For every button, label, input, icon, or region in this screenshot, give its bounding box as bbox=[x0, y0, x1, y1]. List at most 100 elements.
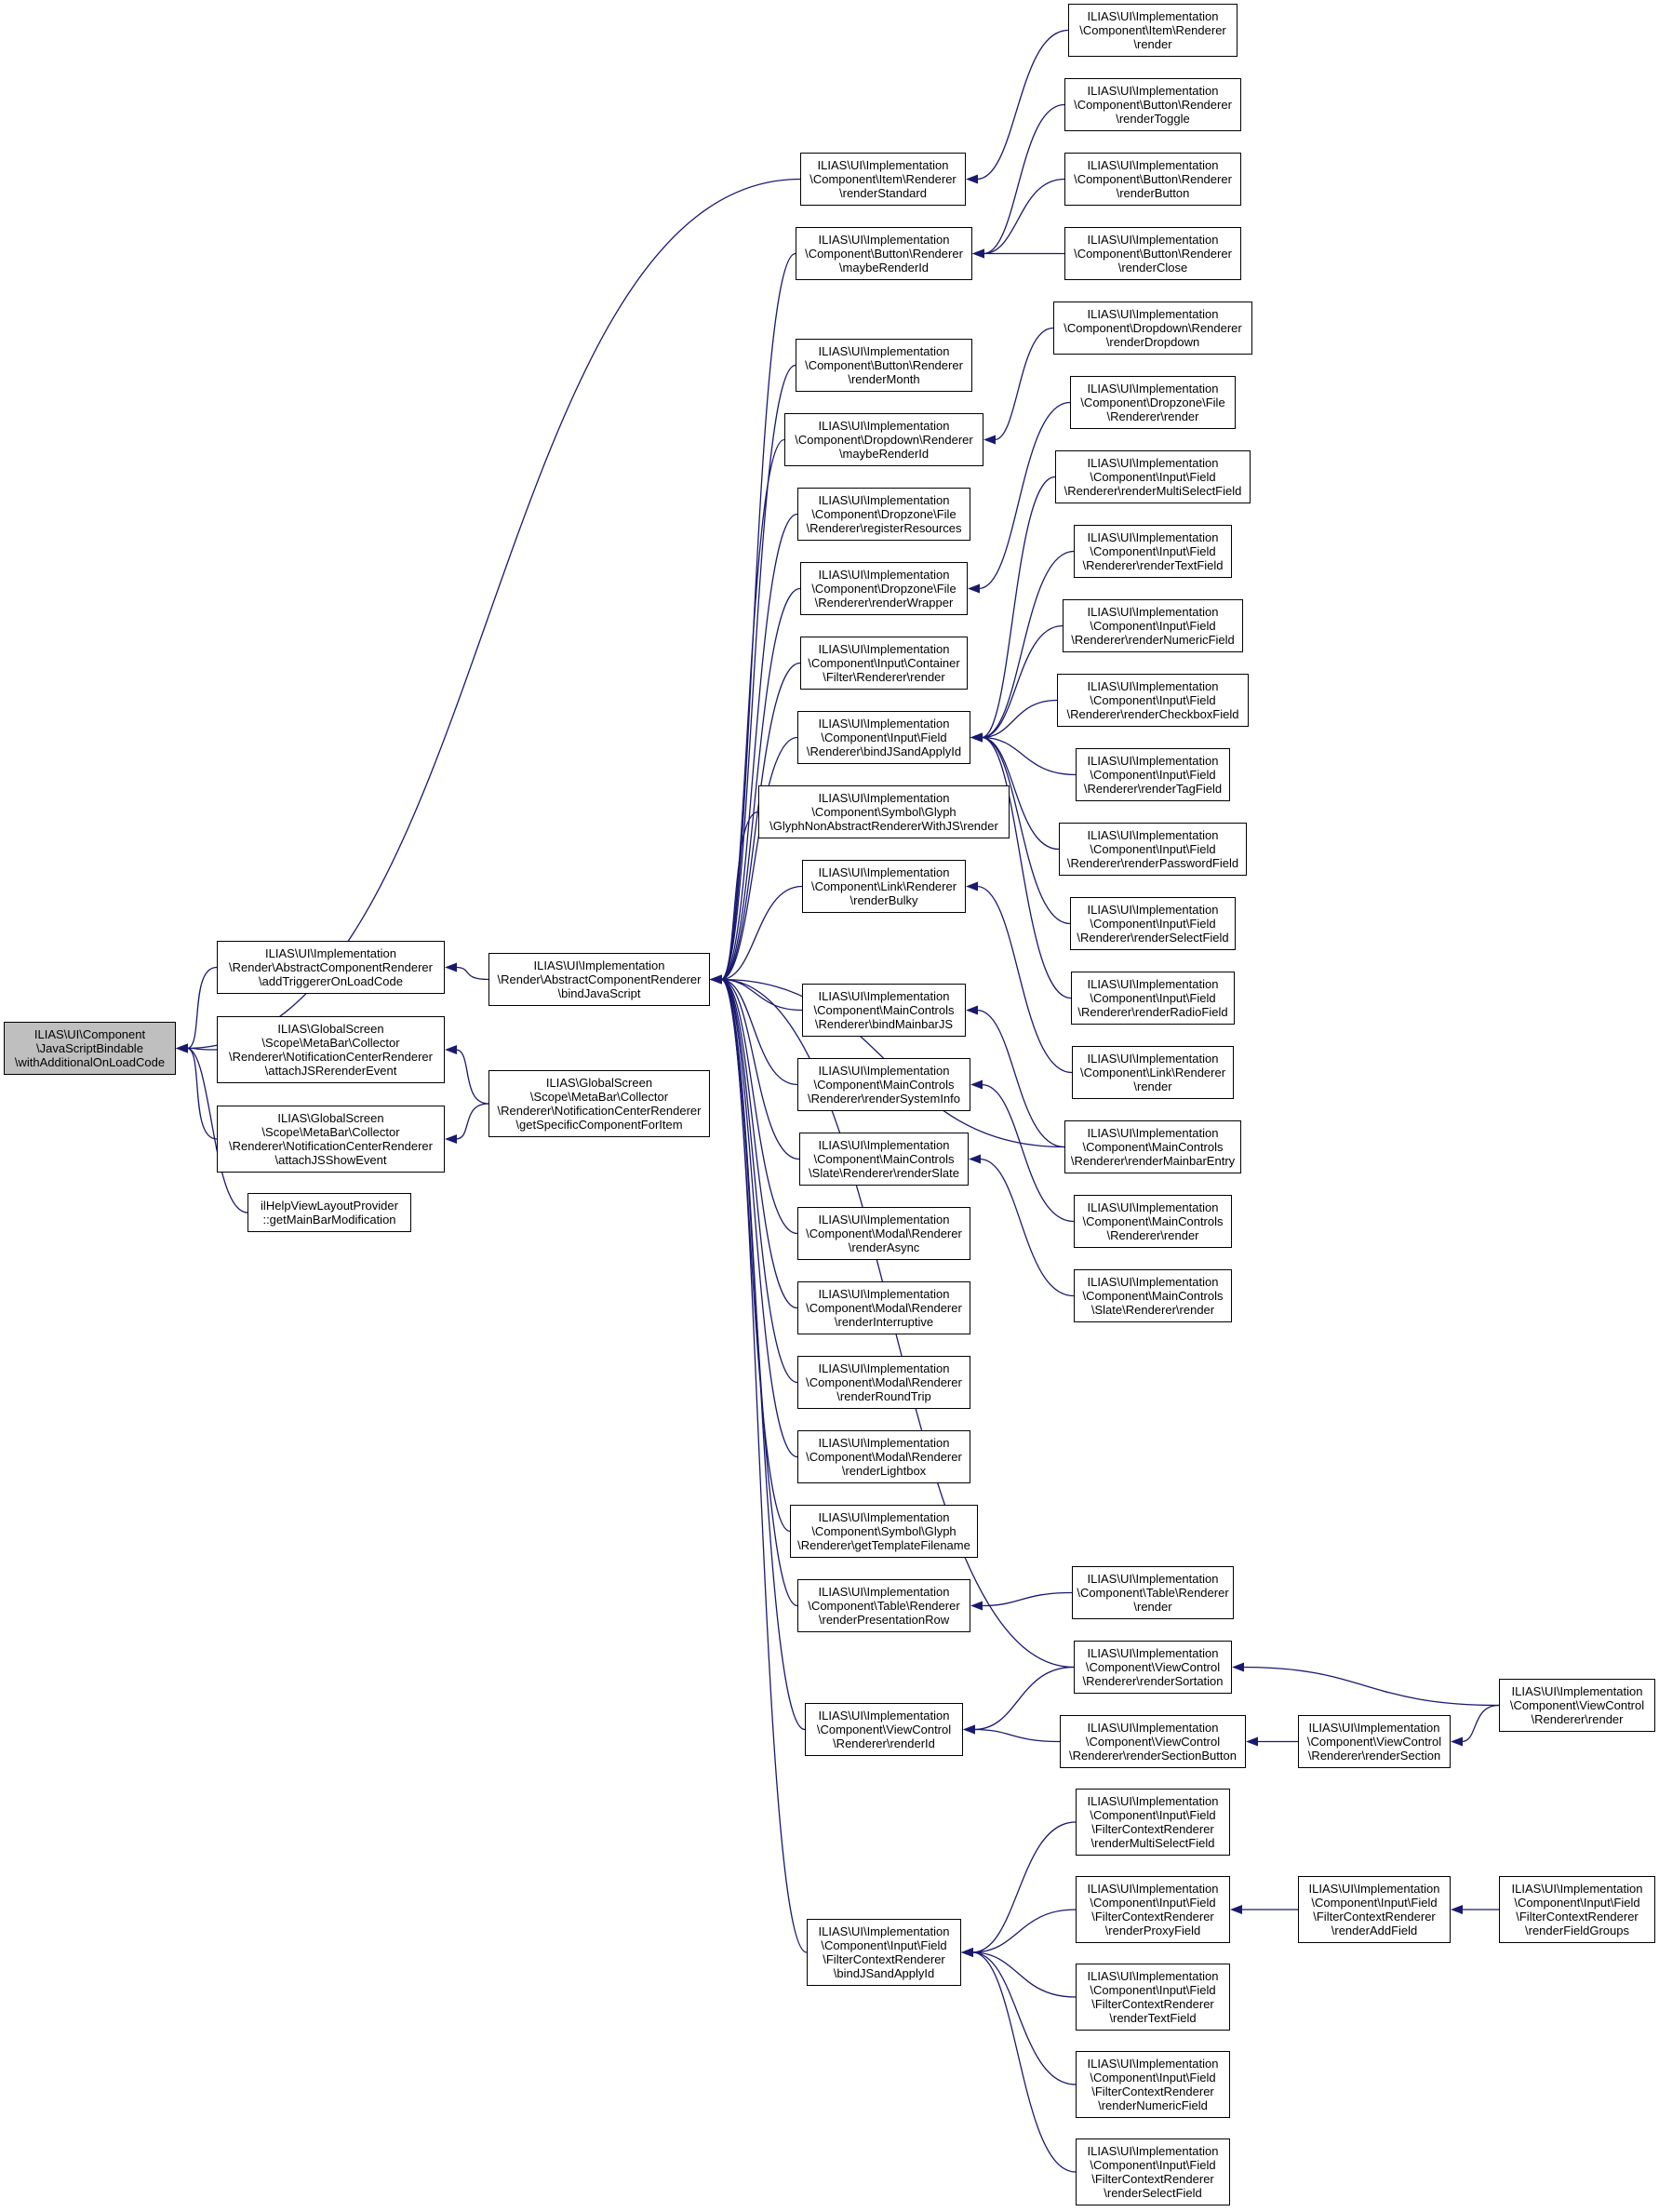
call-edge bbox=[971, 1951, 1077, 2085]
node-field-render-checkbox-field[interactable]: ILIAS\UI\Implementation \Component\Input… bbox=[1057, 674, 1249, 727]
node-label: ILIAS\UI\Implementation \Component\MainC… bbox=[1082, 1200, 1224, 1242]
node-glyph-get-template-filename[interactable]: ILIAS\UI\Implementation \Component\Symbo… bbox=[790, 1505, 978, 1558]
node-table-render-presentation-row[interactable]: ILIAS\UI\Implementation \Component\Table… bbox=[797, 1579, 970, 1632]
node-dropzone-render[interactable]: ILIAS\UI\Implementation \Component\Dropz… bbox=[1070, 376, 1236, 429]
node-glyph-non-abstract-render[interactable]: ILIAS\UI\Implementation \Component\Symbo… bbox=[758, 785, 1010, 838]
node-item-render[interactable]: ILIAS\UI\Implementation \Component\Item\… bbox=[1068, 4, 1238, 57]
node-main-controls-render-mainbar-entry[interactable]: ILIAS\UI\Implementation \Component\MainC… bbox=[1064, 1120, 1241, 1173]
node-add-triggerer-on-load-code[interactable]: ILIAS\UI\Implementation \Render\Abstract… bbox=[217, 941, 445, 994]
call-edge bbox=[455, 1049, 489, 1105]
arrowhead bbox=[176, 1043, 188, 1053]
node-slate-render-slate[interactable]: ILIAS\UI\Implementation \Component\MainC… bbox=[799, 1133, 969, 1186]
node-main-controls-render-system-info[interactable]: ILIAS\UI\Implementation \Component\MainC… bbox=[797, 1058, 970, 1111]
call-edge bbox=[979, 1158, 1075, 1297]
node-view-control-render[interactable]: ILIAS\UI\Implementation \Component\ViewC… bbox=[1499, 1679, 1655, 1732]
node-label: ILIAS\UI\Implementation \Component\ViewC… bbox=[816, 1709, 952, 1750]
node-label: ILIAS\UI\Implementation \Component\Input… bbox=[1087, 1794, 1219, 1850]
node-attach-js-rerender-event[interactable]: ILIAS\GlobalScreen \Scope\MetaBar\Collec… bbox=[217, 1016, 445, 1083]
node-get-specific-component-for-item[interactable]: ILIAS\GlobalScreen \Scope\MetaBar\Collec… bbox=[488, 1070, 710, 1137]
call-edge bbox=[720, 978, 791, 1533]
node-item-render-standard[interactable]: ILIAS\UI\Implementation \Component\Item\… bbox=[800, 153, 966, 206]
node-button-render-month[interactable]: ILIAS\UI\Implementation \Component\Butto… bbox=[796, 339, 972, 392]
arrowhead bbox=[972, 248, 984, 259]
arrowhead bbox=[966, 881, 978, 892]
node-field-render-select-field[interactable]: ILIAS\UI\Implementation \Component\Input… bbox=[1070, 897, 1236, 950]
node-view-control-render-section[interactable]: ILIAS\UI\Implementation \Component\ViewC… bbox=[1298, 1715, 1451, 1768]
node-link-render[interactable]: ILIAS\UI\Implementation \Component\Link\… bbox=[1072, 1046, 1234, 1099]
node-dropdown-render-dropdown[interactable]: ILIAS\UI\Implementation \Component\Dropd… bbox=[1053, 302, 1252, 355]
node-attach-js-show-event[interactable]: ILIAS\GlobalScreen \Scope\MetaBar\Collec… bbox=[217, 1106, 445, 1173]
node-label: ILIAS\UI\Implementation \Component\Dropd… bbox=[1064, 307, 1242, 349]
node-label: ILIAS\UI\Implementation \Component\Butto… bbox=[805, 344, 963, 386]
node-label: ILIAS\UI\Implementation \Component\Input… bbox=[1077, 977, 1228, 1019]
arrowhead bbox=[1232, 1662, 1244, 1672]
node-filter-context-render-multi-select-field[interactable]: ILIAS\UI\Implementation \Component\Input… bbox=[1076, 1789, 1230, 1856]
node-label: ILIAS\UI\Implementation \Render\Abstract… bbox=[497, 959, 702, 1000]
node-label: ILIAS\UI\Implementation \Component\Table… bbox=[1077, 1572, 1229, 1614]
node-filter-context-render-field-groups[interactable]: ILIAS\UI\Implementation \Component\Input… bbox=[1499, 1876, 1655, 1943]
call-edge bbox=[994, 327, 1054, 441]
node-modal-render-lightbox[interactable]: ILIAS\UI\Implementation \Component\Modal… bbox=[797, 1430, 970, 1483]
node-button-render-button[interactable]: ILIAS\UI\Implementation \Component\Butto… bbox=[1064, 153, 1241, 206]
node-main-controls-render[interactable]: ILIAS\UI\Implementation \Component\MainC… bbox=[1074, 1195, 1232, 1248]
node-with-additional-on-load-code[interactable]: ILIAS\UI\Component \JavaScriptBindable \… bbox=[4, 1022, 176, 1075]
node-modal-render-interruptive[interactable]: ILIAS\UI\Implementation \Component\Modal… bbox=[797, 1281, 970, 1334]
node-filter-context-render-add-field[interactable]: ILIAS\UI\Implementation \Component\Input… bbox=[1298, 1876, 1451, 1943]
arrowhead bbox=[710, 974, 722, 985]
node-filter-context-bind-js-and-apply-id[interactable]: ILIAS\UI\Implementation \Component\Input… bbox=[807, 1919, 961, 1986]
call-edge bbox=[971, 1821, 1077, 1953]
node-main-controls-bind-mainbar-js[interactable]: ILIAS\UI\Implementation \Component\MainC… bbox=[802, 984, 966, 1037]
call-edge bbox=[981, 624, 1064, 739]
call-edge bbox=[186, 178, 801, 1050]
node-filter-context-render-select-field[interactable]: ILIAS\UI\Implementation \Component\Input… bbox=[1076, 2138, 1230, 2205]
node-label: ILIAS\UI\Implementation \Component\ViewC… bbox=[1509, 1684, 1645, 1726]
node-label: ILIAS\UI\Implementation \Component\Input… bbox=[1066, 679, 1239, 721]
node-field-render-multi-select-field[interactable]: ILIAS\UI\Implementation \Component\Input… bbox=[1055, 450, 1251, 503]
node-label: ILIAS\UI\Implementation \Component\Butto… bbox=[805, 233, 963, 275]
node-slate-render[interactable]: ILIAS\UI\Implementation \Component\MainC… bbox=[1074, 1269, 1232, 1322]
call-edge bbox=[720, 978, 798, 1086]
node-field-bind-js-and-apply-id[interactable]: ILIAS\UI\Implementation \Component\Input… bbox=[797, 711, 970, 764]
node-field-render-numeric-field[interactable]: ILIAS\UI\Implementation \Component\Input… bbox=[1063, 599, 1243, 652]
node-link-render-bulky[interactable]: ILIAS\UI\Implementation \Component\Link\… bbox=[802, 860, 966, 913]
node-modal-render-async[interactable]: ILIAS\UI\Implementation \Component\Modal… bbox=[797, 1207, 970, 1260]
node-dropzone-render-wrapper[interactable]: ILIAS\UI\Implementation \Component\Dropz… bbox=[800, 562, 968, 615]
node-view-control-render-section-button[interactable]: ILIAS\UI\Implementation \Component\ViewC… bbox=[1060, 1715, 1246, 1768]
node-label: ILIAS\UI\Implementation \Component\MainC… bbox=[1082, 1275, 1224, 1317]
arrowhead bbox=[968, 583, 980, 594]
node-table-render[interactable]: ILIAS\UI\Implementation \Component\Table… bbox=[1072, 1566, 1234, 1619]
arrowhead bbox=[963, 1724, 975, 1735]
node-field-render-password-field[interactable]: ILIAS\UI\Implementation \Component\Input… bbox=[1059, 823, 1247, 876]
node-field-render-tag-field[interactable]: ILIAS\UI\Implementation \Component\Input… bbox=[1076, 748, 1230, 801]
node-button-maybe-render-id[interactable]: ILIAS\UI\Implementation \Component\Butto… bbox=[796, 227, 972, 280]
node-label: ILIAS\GlobalScreen \Scope\MetaBar\Collec… bbox=[497, 1076, 702, 1132]
call-edge bbox=[971, 1909, 1077, 1953]
node-filter-context-render-numeric-field[interactable]: ILIAS\UI\Implementation \Component\Input… bbox=[1076, 2051, 1230, 2118]
node-label: ILIAS\UI\Implementation \Component\Input… bbox=[1071, 605, 1235, 647]
node-modal-render-round-trip[interactable]: ILIAS\UI\Implementation \Component\Modal… bbox=[797, 1356, 970, 1409]
node-get-main-bar-modification[interactable]: ilHelpViewLayoutProvider ::getMainBarMod… bbox=[248, 1193, 411, 1232]
arrowhead bbox=[1230, 1905, 1242, 1914]
node-filter-context-render-proxy-field[interactable]: ILIAS\UI\Implementation \Component\Input… bbox=[1076, 1876, 1230, 1943]
node-button-render-toggle[interactable]: ILIAS\UI\Implementation \Component\Butto… bbox=[1064, 78, 1241, 131]
node-container-filter-render[interactable]: ILIAS\UI\Implementation \Component\Input… bbox=[800, 637, 968, 690]
arrowhead bbox=[966, 174, 978, 184]
node-button-render-close[interactable]: ILIAS\UI\Implementation \Component\Butto… bbox=[1064, 227, 1241, 280]
call-edge bbox=[976, 885, 1073, 1074]
call-edge bbox=[720, 978, 806, 1731]
node-label: ILIAS\GlobalScreen \Scope\MetaBar\Collec… bbox=[229, 1111, 433, 1167]
node-bind-javascript[interactable]: ILIAS\UI\Implementation \Render\Abstract… bbox=[488, 953, 710, 1006]
node-label: ILIAS\UI\Implementation \Component\Symbo… bbox=[769, 791, 998, 833]
call-edge bbox=[981, 550, 1075, 739]
node-label: ILIAS\UI\Implementation \Component\ViewC… bbox=[1306, 1721, 1442, 1763]
node-field-render-text-field[interactable]: ILIAS\UI\Implementation \Component\Input… bbox=[1074, 525, 1232, 578]
node-view-control-render-id[interactable]: ILIAS\UI\Implementation \Component\ViewC… bbox=[805, 1703, 963, 1756]
call-edge bbox=[186, 1047, 218, 1140]
node-dropzone-register-resources[interactable]: ILIAS\UI\Implementation \Component\Dropz… bbox=[797, 488, 970, 541]
node-view-control-render-sortation[interactable]: ILIAS\UI\Implementation \Component\ViewC… bbox=[1074, 1641, 1232, 1694]
node-filter-context-render-text-field[interactable]: ILIAS\UI\Implementation \Component\Input… bbox=[1076, 1964, 1230, 2031]
node-dropdown-maybe-render-id[interactable]: ILIAS\UI\Implementation \Component\Dropd… bbox=[784, 413, 983, 466]
arrowhead bbox=[970, 1079, 983, 1090]
node-field-render-radio-field[interactable]: ILIAS\UI\Implementation \Component\Input… bbox=[1071, 972, 1235, 1025]
node-label: ILIAS\UI\Implementation \Component\Item\… bbox=[809, 158, 957, 200]
